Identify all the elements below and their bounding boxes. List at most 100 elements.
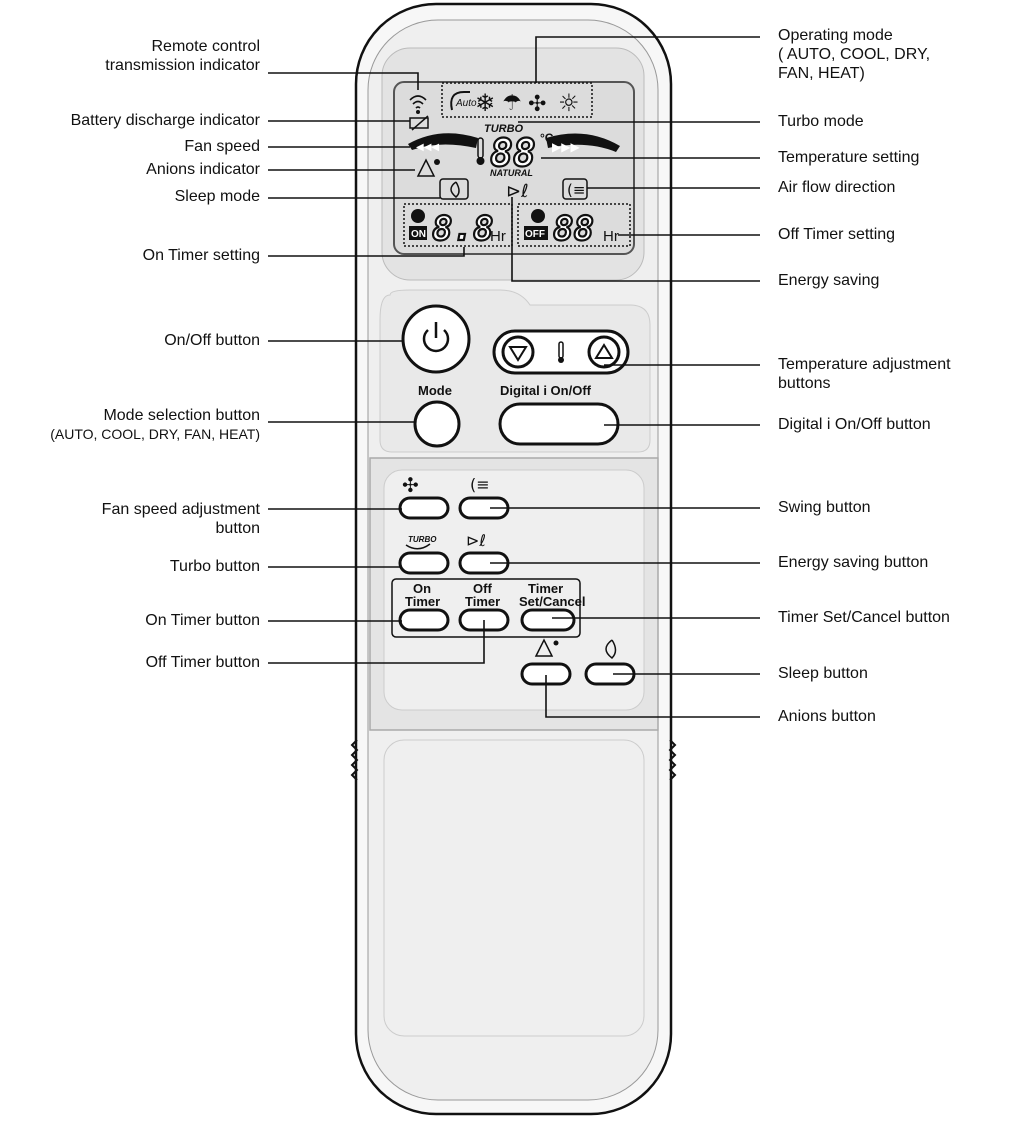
label-sleep-button: Sleep button — [778, 665, 868, 682]
anions-indicator-dot — [434, 159, 440, 165]
digital-i-label: Digital i On/Off — [500, 383, 592, 398]
label-sleep-mode: Sleep mode — [174, 188, 260, 205]
temp-up-icon — [594, 343, 614, 359]
battery-slash — [411, 115, 429, 131]
label-energy-saving-button: Energy saving button — [778, 554, 929, 571]
on-label-bg — [409, 226, 427, 240]
temperature-digits: 88 — [490, 131, 536, 175]
anions-icon — [534, 638, 554, 657]
off-timer-label-1: Off — [473, 581, 492, 596]
dry-mode-icon: ☂ — [502, 91, 522, 116]
turbo-button[interactable] — [398, 551, 450, 575]
timer-set-label-2: Set/Cancel — [519, 594, 585, 609]
timer-set-cancel-button[interactable] — [520, 608, 576, 632]
anions-icon-dot — [553, 640, 559, 646]
timer-set-label-1: Timer — [528, 581, 563, 596]
thermometer-bulb — [476, 157, 485, 165]
label-on-timer-button: On Timer button — [145, 612, 260, 629]
turbo-indicator: TURBO — [484, 123, 524, 135]
fan-speed-button[interactable] — [398, 496, 450, 520]
annotation-lines-right — [490, 36, 760, 718]
mode-button-label: Mode — [418, 383, 452, 398]
lower-panel-inner — [383, 469, 645, 711]
heat-mode-icon: ☼ — [558, 89, 580, 117]
label-turbo-mode: Turbo mode — [778, 113, 864, 130]
off-timer-box — [517, 203, 631, 247]
label-on-timer-setting: On Timer setting — [142, 247, 260, 264]
left-grip — [350, 739, 359, 781]
label-energy-saving: Energy saving — [778, 272, 880, 289]
energy-saving-icon: ⊳ℓ — [466, 531, 486, 550]
temp-thermo-bulb — [558, 357, 564, 363]
temp-down-button[interactable] — [501, 335, 535, 369]
sleep-moon-icon — [450, 181, 460, 198]
right-grip — [668, 739, 677, 781]
label-turbo-button: Turbo button — [169, 558, 260, 575]
timer-group-box — [391, 578, 581, 638]
on-label: ON — [411, 229, 426, 240]
label-swing-button: Swing button — [778, 499, 871, 516]
anions-indicator-icon — [416, 158, 436, 177]
label-battery-indicator: Battery discharge indicator — [70, 112, 260, 129]
lcd-screen — [393, 81, 635, 255]
fan-speed-left-bar — [408, 133, 478, 150]
natural-indicator: NATURAL — [490, 168, 533, 178]
on-timer-digits: 8.8 — [432, 209, 493, 249]
cool-mode-icon: ❄ — [475, 89, 495, 117]
label-mode-selection: Mode selection button(AUTO, COOL, DRY, F… — [50, 407, 260, 442]
on-off-button[interactable] — [401, 304, 471, 374]
mode-button[interactable] — [413, 400, 461, 448]
temperature-unit: °C — [540, 131, 554, 145]
on-timer-clock-icon — [411, 209, 425, 223]
power-icon — [422, 329, 450, 353]
fan-icon: ✣ — [402, 473, 419, 497]
label-timer-set-cancel-button: Timer Set/Cancel button — [778, 609, 950, 626]
off-label: OFF — [525, 229, 545, 240]
on-timer-label-2: Timer — [405, 594, 440, 609]
fan-speed-right-bar — [546, 133, 620, 152]
temp-up-button[interactable] — [587, 335, 621, 369]
off-label-bg — [524, 226, 548, 240]
turbo-icon-text: TURBO — [408, 535, 437, 544]
airflow-indicator: (≡ — [567, 181, 585, 199]
energy-saving-indicator: ⊳ℓ — [506, 181, 529, 202]
on-timer-button[interactable] — [398, 608, 450, 632]
off-timer-clock-icon — [531, 209, 545, 223]
label-fan-speed: Fan speed — [184, 138, 260, 155]
label-anions-indicator: Anions indicator — [146, 161, 260, 178]
airflow-box — [562, 178, 588, 200]
off-timer-label-2: Timer — [465, 594, 500, 609]
label-digital-i-button: Digital i On/Off button — [778, 416, 931, 433]
on-timer-label-1: On — [413, 581, 431, 596]
off-timer-digits: 88 — [553, 209, 594, 249]
fan-arrow-2: ◀◀◀ — [416, 142, 439, 153]
fan-arrow-1: ▶▶▶ — [552, 140, 580, 154]
off-timer-hr: Hr — [603, 228, 619, 245]
battery-cover — [383, 739, 645, 1037]
auto-mode-icon — [450, 91, 470, 111]
sleep-icon — [605, 639, 617, 659]
label-on-off-button: On/Off button — [164, 332, 260, 349]
transmission-dot — [416, 110, 420, 114]
battery-icon — [409, 117, 429, 129]
fan-mode-icon: ✣ — [528, 92, 546, 117]
label-temperature-setting: Temperature setting — [778, 149, 920, 166]
on-timer-hr: Hr — [490, 228, 506, 245]
digital-i-button[interactable] — [498, 402, 620, 446]
swing-icon: (≡ — [470, 475, 490, 494]
annotation-lines-left — [268, 72, 485, 664]
temp-down-icon — [508, 346, 528, 362]
turbo-icon-arrow — [405, 543, 431, 550]
auto-mode-text: Auto — [455, 98, 477, 109]
label-off-timer-button: Off Timer button — [145, 654, 260, 671]
label-anions-button: Anions button — [778, 708, 876, 725]
label-air-flow-direction: Air flow direction — [778, 179, 896, 196]
sleep-box — [439, 178, 469, 200]
transmission-icon — [409, 95, 427, 109]
label-operating-mode: Operating mode ( AUTO, COOL, DRY, FAN, H… — [778, 27, 931, 82]
